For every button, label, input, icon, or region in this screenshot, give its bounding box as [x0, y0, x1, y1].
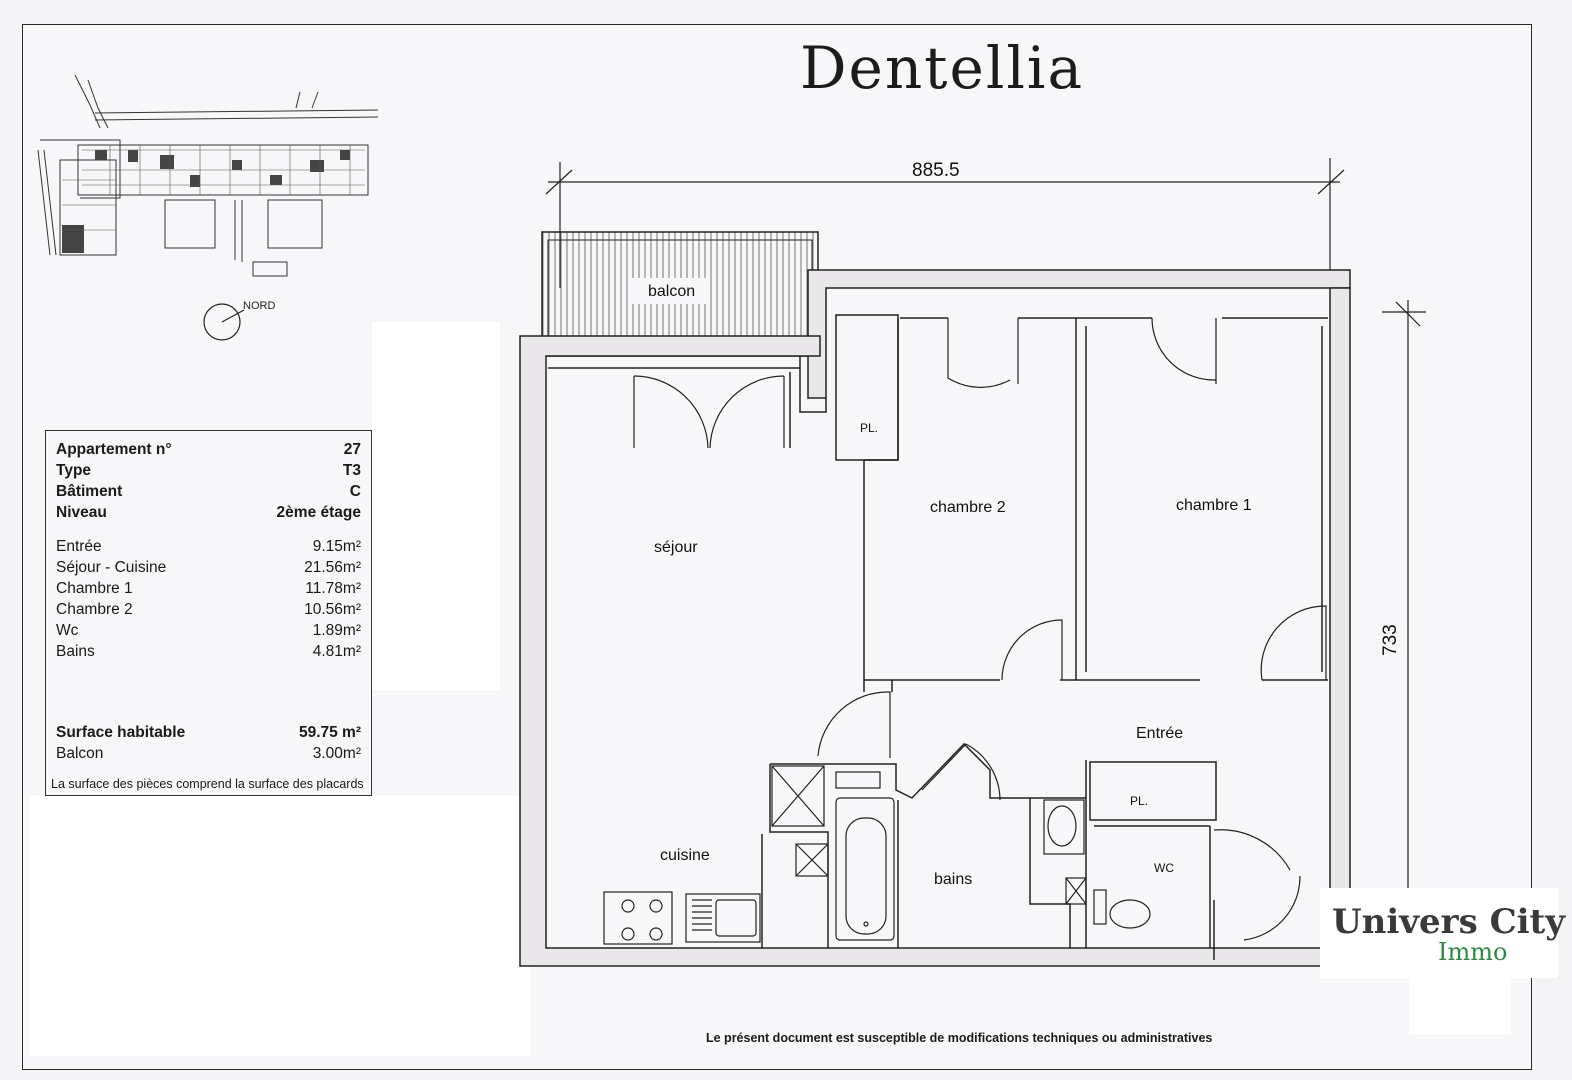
north-label: NORD	[243, 300, 275, 312]
site-plan: NORD	[37, 74, 379, 341]
info-row: Appartement n°27	[56, 441, 361, 458]
disclaimer-footer: Le présent document est susceptible de m…	[706, 1031, 1213, 1045]
redacted-area	[372, 322, 500, 690]
agency-logo: Univers City Immo	[1320, 888, 1565, 978]
compass-icon	[203, 303, 241, 341]
redacted-area	[1409, 978, 1511, 1034]
surface-note: La surface des pièces comprend la surfac…	[51, 777, 364, 791]
logo-main-text: Univers City	[1332, 902, 1566, 942]
redacted-area	[30, 796, 530, 1056]
logo-sub-text: Immo	[1438, 938, 1508, 966]
page-title: Dentellia	[800, 34, 1085, 102]
